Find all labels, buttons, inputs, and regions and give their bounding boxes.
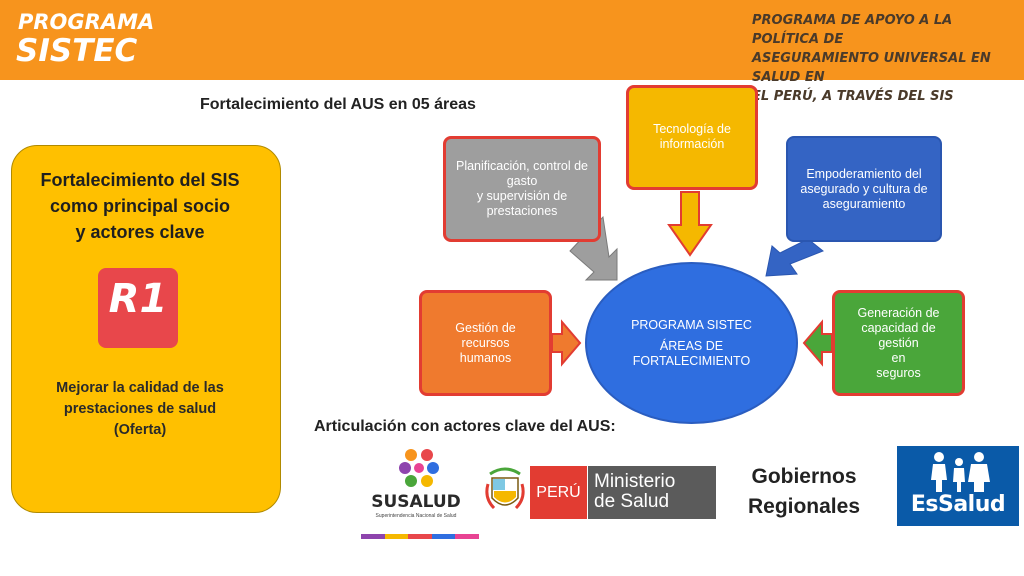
- essalud-family-icon: [931, 452, 990, 492]
- minsa-name-block: Ministerio de Salud: [588, 466, 716, 519]
- essalud-name: EsSalud: [910, 492, 1006, 517]
- center-line: PROGRAMA SISTEC: [631, 318, 752, 332]
- area-empoderamiento-line: asegurado y cultura de: [800, 181, 928, 196]
- essalud-logo: EsSalud: [897, 446, 1019, 526]
- gobiernos-regionales: Gobiernos Regionales: [742, 462, 866, 522]
- left-panel-title-line: y actores clave: [75, 222, 205, 242]
- arrow-tecnologia: [667, 191, 713, 257]
- arrow-generacion: [802, 319, 833, 367]
- susalud-emblem-icon: [399, 449, 439, 487]
- left-panel-title-line: como principal socio: [49, 196, 231, 216]
- susalud-subtitle: Superintendencia Nacional de Salud: [375, 513, 457, 519]
- areas-heading: Fortalecimiento del AUS en 05 áreas: [200, 96, 476, 113]
- left-panel-subtitle: Mejorar la calidad de las prestaciones d…: [30, 378, 250, 441]
- left-panel-subtitle-line: (Oferta): [113, 422, 167, 438]
- area-planificacion-line: y supervisión de: [476, 189, 568, 203]
- area-empoderamiento: Empoderamiento del asegurado y cultura d…: [786, 136, 942, 242]
- area-planificacion-line: prestaciones: [486, 204, 558, 218]
- minsa-name: Ministerio de Salud: [594, 472, 675, 512]
- articulacion-heading: Articulación con actores clave del AUS:: [314, 418, 616, 435]
- area-tecnologia: Tecnología de información: [626, 85, 758, 190]
- header-title-line: ASEGURAMIENTO UNIVERSAL EN SALUD EN: [752, 51, 991, 85]
- header-title-line: PROGRAMA DE APOYO A LA POLÍTICA DE: [752, 13, 953, 47]
- area-planificacion-line: gasto: [506, 174, 538, 188]
- r1-badge: [98, 268, 178, 348]
- r1-badge-label: R1: [108, 276, 168, 322]
- area-generacion-line: en: [891, 350, 906, 365]
- minsa-peru-label: PERÚ: [536, 483, 581, 501]
- gobiernos-regionales-line: Regionales: [747, 495, 861, 518]
- header-title-line: EL PERÚ, A TRAVÉS DEL SIS: [752, 89, 954, 104]
- header-bar: [0, 0, 1024, 80]
- area-planificacion-line: Planificación, control de: [455, 159, 589, 173]
- peru-coat-of-arms-icon: [485, 467, 525, 510]
- minsa-name-line: de Salud: [594, 491, 670, 512]
- logo-programa: PROGRAMA: [18, 10, 155, 34]
- minsa-name-line: Ministerio: [594, 471, 676, 492]
- area-generacion-line: Generación de: [857, 305, 940, 320]
- area-empoderamiento-line: Empoderamiento del: [806, 166, 922, 181]
- arrow-planificacion: [569, 215, 618, 281]
- header-title: PROGRAMA DE APOYO A LA POLÍTICA DE ASEGU…: [752, 11, 1012, 106]
- area-empoderamiento-line: aseguramiento: [822, 196, 906, 211]
- area-gestion-line: Gestión de recursos: [455, 320, 516, 350]
- left-panel-subtitle-line: Mejorar la calidad de las: [56, 380, 224, 396]
- area-generacion-line: capacidad de gestión: [861, 320, 936, 350]
- minsa-peru-block: PERÚ: [530, 466, 587, 519]
- area-planificacion: Planificación, control de gasto y superv…: [443, 136, 601, 242]
- left-panel-subtitle-line: prestaciones de salud: [63, 401, 217, 417]
- left-panel-title: Fortalecimiento del SIS como principal s…: [22, 167, 258, 245]
- susalud-name: SUSALUD: [371, 492, 461, 512]
- area-gestion-line: humanos: [459, 350, 512, 365]
- minsa-logo: PERÚ Ministerio de Salud: [530, 466, 716, 519]
- arrow-empoderamiento: [765, 238, 824, 277]
- center-line: ÁREAS DE FORTALECIMIENTO: [632, 339, 751, 368]
- area-generacion: Generación de capacidad de gestión en se…: [832, 290, 965, 396]
- area-gestion: Gestión de recursos humanos: [419, 290, 552, 396]
- area-tecnologia-line: Tecnología de: [653, 122, 731, 136]
- center-ellipse-text: PROGRAMA SISTEC ÁREAS DE FORTALECIMIENTO: [600, 318, 783, 369]
- area-generacion-line: seguros: [876, 365, 921, 380]
- left-panel-title-line: Fortalecimiento del SIS: [40, 170, 240, 190]
- gobiernos-regionales-line: Gobiernos: [751, 465, 857, 488]
- center-ellipse: [585, 262, 798, 424]
- arrow-gestion: [551, 319, 582, 367]
- susalud-logo: SUSALUD Superintendencia Nacional de Sal…: [361, 446, 479, 542]
- susalud-color-stripe: [361, 534, 479, 539]
- logo-sistec: SISTEC: [16, 33, 138, 69]
- area-tecnologia-line: información: [659, 137, 725, 151]
